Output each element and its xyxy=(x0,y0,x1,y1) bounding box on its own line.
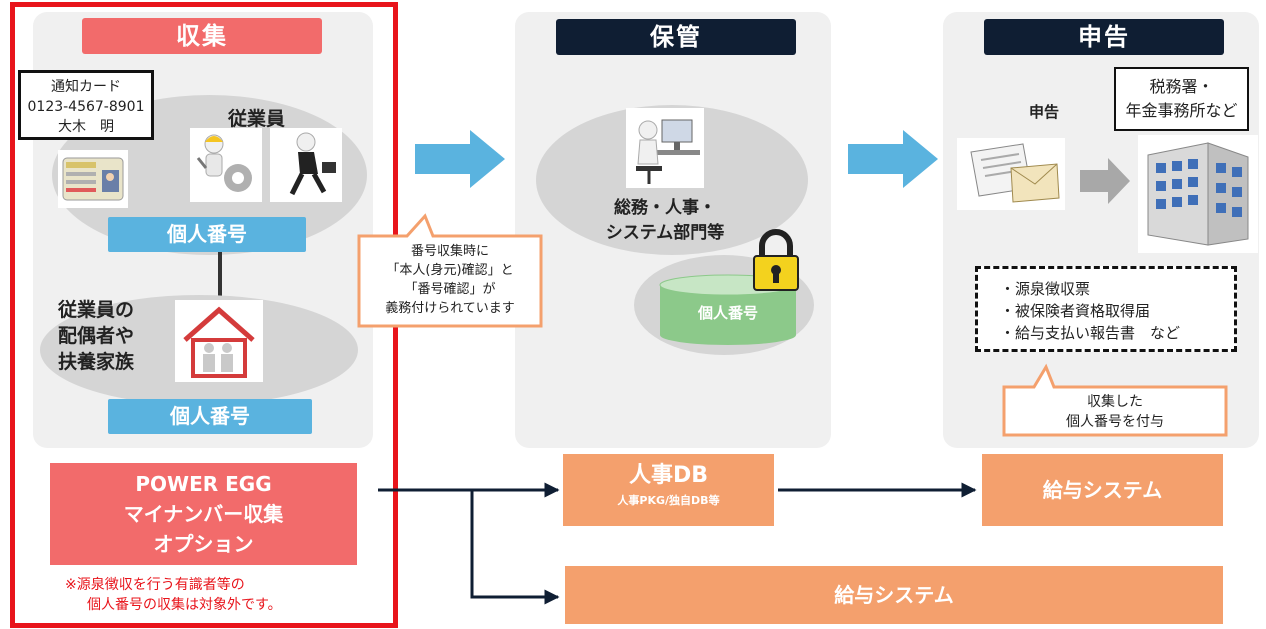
callout-collect-shape xyxy=(357,213,543,328)
worker-gear-icon xyxy=(190,128,262,202)
running-businessman-icon xyxy=(270,128,342,202)
callout-collect-line-4: 義務付けられています xyxy=(385,301,515,316)
callout-collect-text: 番号収集時に 「本人(身元)確認」と 「番号確認」が 義務付けられています xyxy=(360,242,540,318)
notification-card-label: 通知カード 0123-4567-8901 大木 明 xyxy=(18,70,154,140)
callout-report-shape xyxy=(1002,363,1228,437)
card-name: 大木 明 xyxy=(58,119,114,135)
documents-list-box: ・源泉徴収票 ・被保険者資格取得届 ・給与支払い報告書 など xyxy=(975,266,1237,352)
tax-office-line-2: 年金事務所など xyxy=(1125,101,1238,120)
callout-collect-line-1: 番号収集時に xyxy=(410,244,489,259)
connector-line xyxy=(218,252,222,296)
family-label: 従業員の 配偶者や 扶養家族 xyxy=(58,297,134,375)
gray-arrow xyxy=(1080,158,1130,204)
card-title: 通知カード xyxy=(51,79,121,95)
tax-office-line-1: 税務署・ xyxy=(1149,77,1214,96)
callout-report-line-2: 個人番号を付与 xyxy=(1066,414,1164,430)
document-item-2: ・被保険者資格取得届 xyxy=(1000,302,1151,320)
flow-arrow-storage-to-report xyxy=(848,130,938,188)
hr-db-title: 人事DB xyxy=(628,463,709,488)
building-icon xyxy=(1138,135,1258,253)
lock-icon xyxy=(753,229,799,291)
office-worker-icon xyxy=(626,108,704,188)
callout-report-text: 収集した 個人番号を付与 xyxy=(1005,392,1225,432)
report-header: 申告 xyxy=(984,19,1224,55)
family-label-line-1: 従業員の xyxy=(58,299,135,321)
option-box-line-3: オプション xyxy=(153,532,254,556)
tax-office-label: 税務署・ 年金事務所など xyxy=(1114,67,1249,131)
option-box-line-1: POWER EGG xyxy=(135,472,272,496)
exclusion-note-line-1: ※源泉徴収を行う有識者等の xyxy=(65,577,245,593)
db-label: 個人番号 xyxy=(697,304,758,322)
hr-db-subtitle: 人事PKG/独自DB等 xyxy=(617,494,720,507)
family-label-line-3: 扶養家族 xyxy=(58,351,135,373)
family-house-icon xyxy=(175,300,263,382)
payroll-system-box-2[interactable]: 給与システム xyxy=(565,566,1223,624)
exclusion-note: ※源泉徴収を行う有識者等の 個人番号の収集は対象外です。 xyxy=(60,575,282,615)
family-label-line-2: 配偶者や xyxy=(58,325,135,347)
storage-header: 保管 xyxy=(556,19,796,55)
exclusion-note-line-2: 個人番号の収集は対象外です。 xyxy=(87,597,282,613)
flow-arrow-collect-to-storage xyxy=(415,130,505,188)
collect-header: 収集 xyxy=(82,18,322,54)
option-box-line-2: マイナンバー収集 xyxy=(123,502,284,526)
document-item-3: ・給与支払い報告書 など xyxy=(1000,324,1181,342)
dept-label-line-2: システム部門等 xyxy=(605,223,725,243)
report-action-label: 申告 xyxy=(1029,103,1060,121)
callout-report-line-1: 収集した xyxy=(1087,394,1143,410)
documents-icon xyxy=(957,138,1065,210)
hr-db-box[interactable]: 人事DB 人事PKG/独自DB等 xyxy=(563,454,774,526)
personal-number-bar-family: 個人番号 xyxy=(108,399,312,434)
dept-label-line-1: 総務・人事・ xyxy=(614,198,716,218)
id-card-icon xyxy=(58,150,128,208)
payroll-system-box-1[interactable]: 給与システム xyxy=(982,454,1223,526)
card-number: 0123-4567-8901 xyxy=(27,99,145,115)
personal-number-bar-employee: 個人番号 xyxy=(108,217,306,252)
callout-collect-line-3: 「番号確認」が xyxy=(404,282,496,297)
power-egg-option-box[interactable]: POWER EGG マイナンバー収集 オプション xyxy=(50,463,357,565)
document-item-1: ・源泉徴収票 xyxy=(1000,280,1091,298)
dept-label: 総務・人事・ システム部門等 xyxy=(590,196,740,246)
callout-collect-line-2: 「本人(身元)確認」と xyxy=(386,263,514,278)
employee-label: 従業員 xyxy=(228,108,286,130)
